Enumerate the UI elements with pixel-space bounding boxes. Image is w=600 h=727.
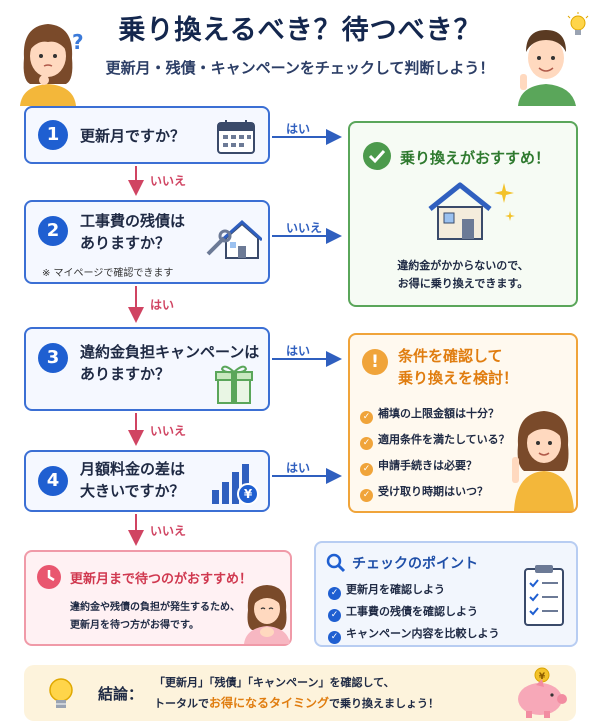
conclusion-banner: 結論： 「更新月」「残債」「キャンペーン」を確認して、 トータルでお得になるタイ… — [24, 665, 576, 721]
step-4-question-line2: 大きいですか？ — [80, 482, 185, 500]
checkpoints-box: チェックのポイント ✓更新月を確認しよう ✓工事費の残債を確認しよう ✓キャンペ… — [314, 541, 578, 647]
step-2-yes-label: はい — [150, 298, 175, 312]
check-bullet-icon: ✓ — [360, 463, 373, 476]
step-1-no-label: いいえ — [150, 174, 187, 188]
step-4-box: 4 月額料金の差は 大きいですか？ ¥ — [24, 450, 270, 512]
step-3-number: 3 — [38, 343, 68, 373]
check-bullet-icon: ✓ — [360, 489, 373, 502]
magnifier-icon — [326, 553, 346, 573]
step-1-number: 1 — [38, 120, 68, 150]
clock-icon — [37, 565, 61, 589]
step-4-no-label: いいえ — [150, 524, 187, 538]
step-1-yes-label: はい — [286, 122, 311, 136]
svg-text:¥: ¥ — [539, 672, 546, 682]
checkpoint-item-2: ✓工事費の残債を確認しよう — [328, 603, 478, 622]
check-bullet-icon: ✓ — [328, 609, 341, 622]
lightbulb-icon — [567, 12, 589, 35]
result-switch-title: 乗り換えがおすすめ！ — [400, 149, 551, 167]
conclusion-line1: 「更新月」「残債」「キャンペーン」を確認して、 — [154, 676, 395, 689]
step-2-no-label: いいえ — [286, 221, 323, 235]
conclusion-line2: トータルでお得になるタイミングで乗り換えましょう！ — [154, 696, 440, 710]
check-bullet-icon: ✓ — [360, 411, 373, 424]
checkpoint-item-1: ✓更新月を確認しよう — [328, 581, 445, 600]
thinking-woman-illustration — [20, 24, 76, 106]
waiting-woman-illustration — [244, 585, 290, 644]
result-check-title-line2: 乗り換えを検討！ — [398, 369, 519, 387]
lightbulb-icon — [49, 678, 73, 708]
result-check-item-3: ✓申請手続きは必要？ — [360, 457, 477, 476]
step-2-note: ※ マイページで確認できます — [42, 268, 174, 279]
result-check-item-4: ✓受け取り時期はいつ？ — [360, 483, 488, 502]
house-wrench-icon — [206, 219, 262, 259]
idea-man-illustration — [518, 30, 576, 106]
check-circle-icon — [363, 142, 391, 170]
checkpoint-item-3: ✓キャンペーン内容を比較しよう — [328, 625, 499, 644]
step-3-question-line1: 違約金負担キャンペーンは — [80, 343, 260, 361]
check-bullet-icon: ✓ — [328, 587, 341, 600]
gift-icon — [215, 365, 253, 404]
house-sparkle-icon — [428, 182, 515, 240]
step-1-box: 1 更新月ですか？ — [24, 106, 270, 164]
result-wait-box: 更新月まで待つのがおすすめ！ 違約金や残債の負担が発生するため、 更新月を待つ方… — [24, 550, 292, 646]
step-2-box: 2 工事費の残債は ありますか？ ※ マイページで確認できます — [24, 200, 270, 284]
step-2-question-line2: ありますか？ — [80, 234, 171, 252]
result-wait-title: 更新月まで待つのがおすすめ！ — [70, 572, 253, 587]
result-check-item-1: ✓補填の上限金額は十分？ — [360, 405, 499, 424]
question-mark-icon: ? — [72, 30, 84, 54]
page-subtitle: 更新月・残債・キャンペーンをチェックして判断しよう！ — [105, 59, 495, 77]
step-3-yes-label: はい — [286, 344, 311, 358]
step-3-box: 3 違約金負担キャンペーンは ありますか？ — [24, 327, 270, 411]
page-title: 乗り換えるべき？待つべき？ — [118, 15, 482, 46]
bar-chart-yen-icon: ¥ — [212, 464, 259, 505]
step-4-question-line1: 月額料金の差は — [80, 460, 186, 478]
conclusion-highlight: お得になるタイミング — [209, 696, 330, 710]
pointing-woman-illustration — [512, 411, 574, 511]
checkpoints-title: チェックのポイント — [352, 556, 478, 572]
check-bullet-icon: ✓ — [328, 631, 341, 644]
result-check-box: ! 条件を確認して 乗り換えを検討！ ✓補填の上限金額は十分？ ✓適用条件を満た… — [348, 333, 578, 513]
result-wait-body-line2: 更新月を待つ方がお得です。 — [70, 620, 199, 631]
result-switch-body-line2: お得に乗り換えできます。 — [397, 277, 529, 290]
result-switch-box: 乗り換えがおすすめ！ 違約金がかからないので、 お得に乗り換えできます。 — [348, 121, 578, 307]
result-switch-body-line1: 違約金がかからないので、 — [397, 259, 529, 272]
result-check-title-line1: 条件を確認して — [398, 347, 503, 365]
step-3-question-line2: ありますか？ — [80, 365, 171, 383]
step-2-question-line1: 工事費の残債は — [80, 212, 186, 230]
calendar-icon — [217, 120, 255, 154]
step-2-number: 2 — [38, 216, 68, 246]
conclusion-label: 結論： — [98, 685, 144, 703]
step-1-question: 更新月ですか？ — [80, 127, 186, 145]
result-wait-body-line1: 違約金や残債の負担が発生するため、 — [70, 602, 240, 613]
check-bullet-icon: ✓ — [360, 437, 373, 450]
piggy-bank-icon: ¥ — [518, 667, 567, 718]
clipboard-icon — [524, 565, 564, 626]
exclamation-icon: ! — [362, 349, 388, 375]
step-3-no-label: いいえ — [150, 424, 187, 438]
step-4-yes-label: はい — [286, 461, 311, 475]
step-4-number: 4 — [38, 466, 68, 496]
svg-text:¥: ¥ — [244, 487, 253, 501]
result-check-item-2: ✓適用条件を満たしている？ — [360, 431, 510, 450]
